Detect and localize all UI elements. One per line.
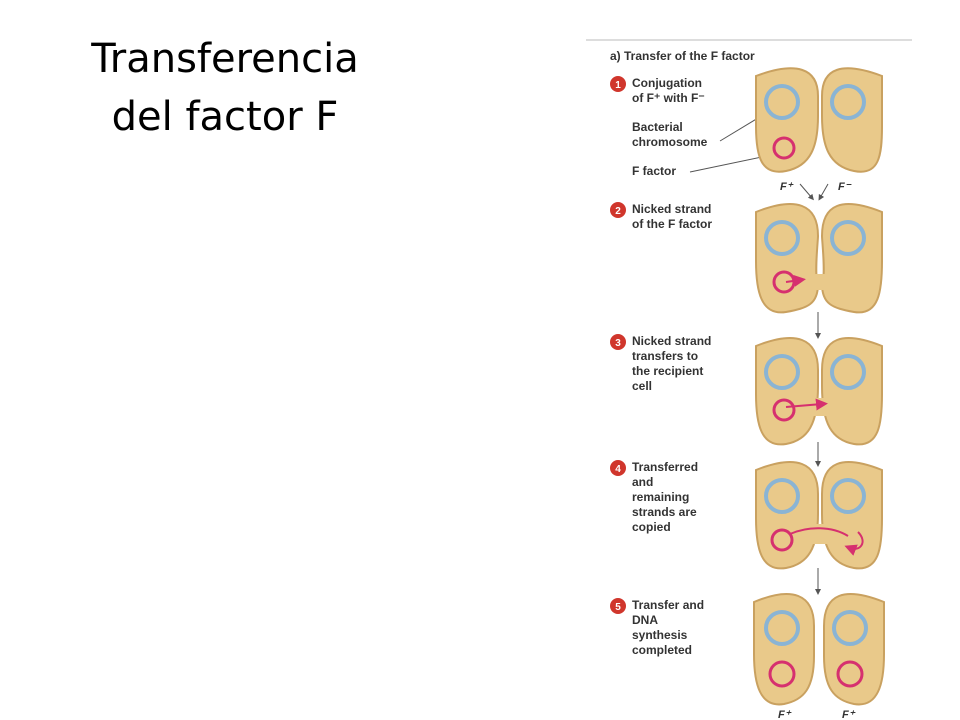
step-1-line-2: of F⁺ with F⁻ <box>632 91 705 105</box>
cell-pair-3 <box>755 337 883 467</box>
f-factor-callout: F factor <box>632 164 676 178</box>
bacterial-cell <box>755 461 819 570</box>
step-5-line-2: DNA <box>632 613 658 627</box>
f-factor-plasmid <box>772 136 796 160</box>
final-right-label: F⁺ <box>842 709 856 720</box>
step-1-line-1: Conjugation <box>632 76 702 90</box>
flow-arrow <box>799 183 814 201</box>
slide-title-line-2: del factor F <box>111 94 339 140</box>
step-5-line-1: Transfer and <box>632 598 704 612</box>
step-2: 2 Nicked strand of the F factor <box>610 202 712 231</box>
bacterial-cell <box>755 337 819 446</box>
step-3-line-4: cell <box>632 379 652 393</box>
conjugation-figure: a) Transfer of the F factor 1 Conjugatio… <box>586 36 912 720</box>
step-4-line-2: and <box>632 475 653 489</box>
step-badge <box>610 460 626 476</box>
step-3-line-1: Nicked strand <box>632 334 711 348</box>
bacterial-cell <box>821 67 883 173</box>
bacterial-chromosome <box>830 84 866 120</box>
bacterial-chromosome <box>764 84 800 120</box>
chromosome-callout-line-2: chromosome <box>632 135 708 149</box>
nicked-strand <box>785 274 806 287</box>
step-2-line-1: Nicked strand <box>632 202 711 216</box>
slide-title-line-1: Transferencia <box>91 36 359 82</box>
step-4-line-5: copied <box>632 520 671 534</box>
bacterial-chromosome <box>764 220 800 256</box>
step-4-line-4: strands are <box>632 505 697 519</box>
flow-arrow <box>818 183 829 201</box>
step-3-line-2: transfers to <box>632 349 698 363</box>
cell-pair-2 <box>755 203 883 339</box>
step-4-line-1: Transferred <box>632 460 698 474</box>
donor-label: F⁺ <box>780 181 794 193</box>
f-factor-plasmid <box>836 660 864 688</box>
f-factor-plasmid <box>768 660 796 688</box>
slide-title: Transferencia del factor F <box>40 30 410 146</box>
step-badge <box>610 334 626 350</box>
panel-title: a) Transfer of the F factor <box>610 49 755 63</box>
conjugation-bridge <box>812 398 828 416</box>
conjugation-bridge <box>812 524 828 544</box>
step-number: 2 <box>615 206 621 217</box>
final-left-label: F⁺ <box>778 709 792 720</box>
step-4-line-3: remaining <box>632 490 689 504</box>
bacterial-chromosome <box>764 478 800 514</box>
bacterial-cell <box>755 67 819 173</box>
copied-strand <box>844 531 864 556</box>
step-4: 4 Transferred and remaining strands are … <box>610 460 698 534</box>
bacterial-cell <box>755 203 820 314</box>
conjugation-bridge <box>812 274 828 290</box>
step-3: 3 Nicked strand transfers to the recipie… <box>610 334 711 393</box>
bacterial-cell <box>821 461 883 570</box>
copied-strand <box>789 527 849 537</box>
transferring-strand <box>785 398 828 411</box>
step-number: 3 <box>615 338 621 349</box>
step-5-line-4: completed <box>632 643 692 657</box>
step-5: 5 Transfer and DNA synthesis completed <box>610 598 704 657</box>
step-5-line-3: synthesis <box>632 628 688 642</box>
step-number: 1 <box>615 80 621 91</box>
step-2-line-2: of the F factor <box>632 217 712 231</box>
bacterial-chromosome <box>830 220 866 256</box>
step-number: 4 <box>615 464 621 475</box>
bacterial-cell <box>820 203 883 314</box>
cell-pair-1: F⁺ F⁻ <box>755 67 883 201</box>
bacterial-chromosome <box>764 354 800 390</box>
bacterial-chromosome <box>830 478 866 514</box>
step-number: 5 <box>615 602 621 613</box>
step-badge <box>610 202 626 218</box>
chromosome-callout-line-1: Bacterial <box>632 120 683 134</box>
bacterial-chromosome <box>764 610 800 646</box>
f-factor-plasmid <box>772 398 796 422</box>
f-factor-plasmid <box>770 528 794 552</box>
step-3-line-3: the recipient <box>632 364 703 378</box>
step-badge <box>610 76 626 92</box>
bacterial-chromosome <box>832 610 868 646</box>
step-badge <box>610 598 626 614</box>
conjugation-diagram: a) Transfer of the F factor 1 Conjugatio… <box>586 39 912 720</box>
recipient-label: F⁻ <box>838 181 852 193</box>
bacterial-cell <box>821 337 883 446</box>
cell-pair-4 <box>755 461 883 595</box>
step-1: 1 Conjugation of F⁺ with F⁻ <box>610 76 705 105</box>
cell-pair-5: F⁺ F⁺ <box>753 593 885 720</box>
bacterial-chromosome <box>830 354 866 390</box>
